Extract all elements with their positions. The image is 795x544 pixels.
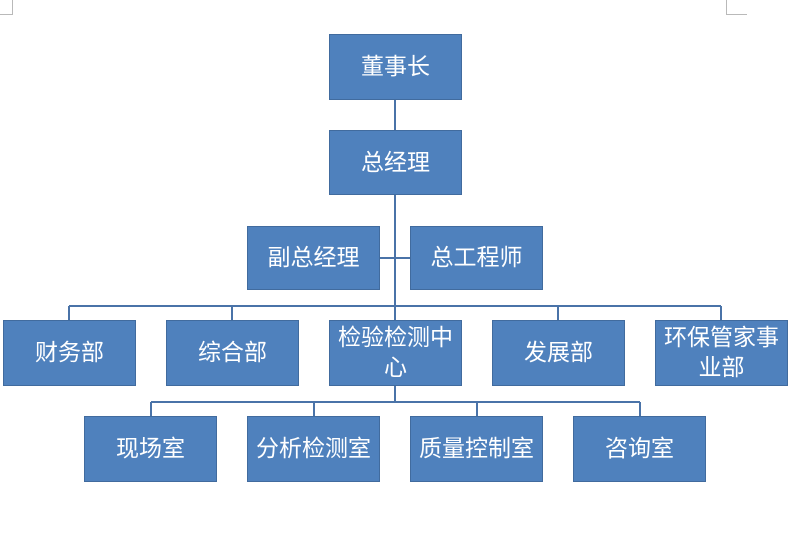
node-dept-general-affairs: 综合部	[166, 320, 299, 386]
node-dept-development: 发展部	[492, 320, 625, 386]
node-deputy-general-manager: 副总经理	[247, 226, 380, 290]
node-general-manager: 总经理	[329, 130, 462, 195]
page-corner-mark-left	[0, 0, 13, 15]
node-chairman: 董事长	[329, 34, 462, 100]
node-unit-analysis: 分析检测室	[247, 416, 380, 482]
node-dept-finance: 财务部	[3, 320, 136, 386]
node-dept-environmental: 环保管家事业部	[655, 320, 788, 386]
page-corner-mark-right	[726, 0, 747, 15]
node-dept-testing-center: 检验检测中心	[329, 320, 462, 386]
node-unit-consulting: 咨询室	[573, 416, 706, 482]
node-unit-quality-control: 质量控制室	[410, 416, 543, 482]
node-unit-field: 现场室	[84, 416, 217, 482]
node-chief-engineer: 总工程师	[410, 226, 543, 290]
